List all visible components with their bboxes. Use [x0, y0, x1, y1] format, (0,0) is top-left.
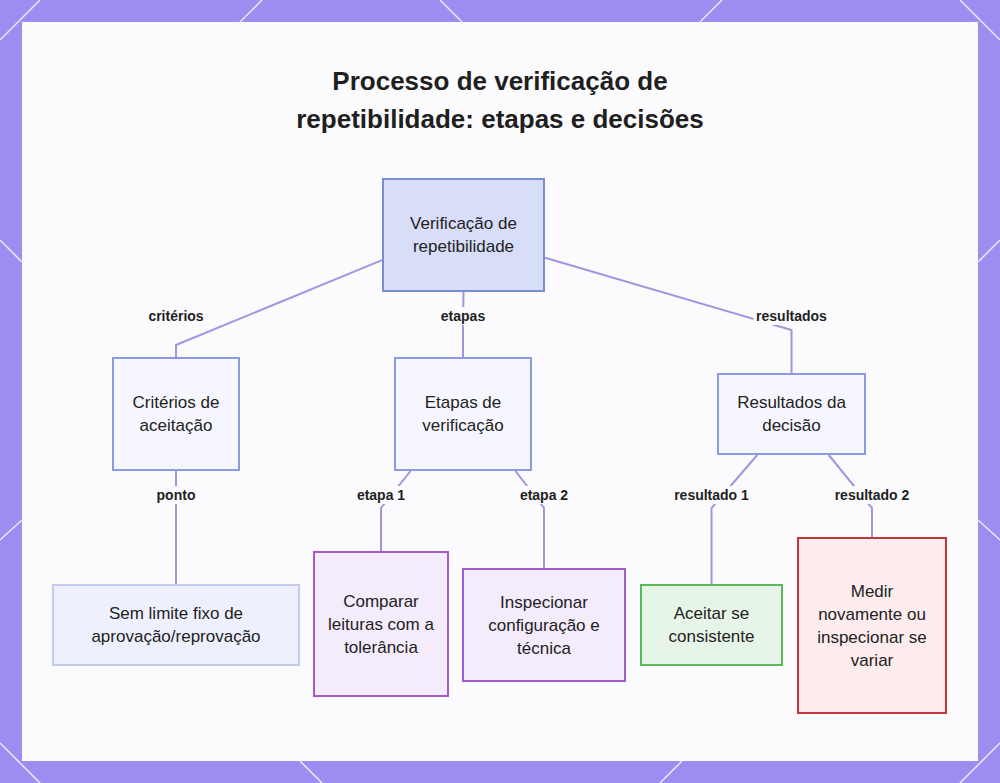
connector-line	[176, 260, 382, 357]
node-text: Aceitar se consistente	[642, 594, 781, 656]
criterion-box: Sem limite fixo de aprovação/reprovação	[52, 584, 300, 666]
node-text: Comparar leituras com a tolerância	[315, 582, 447, 667]
node-text: Inspecionar configuração e técnica	[464, 583, 624, 668]
step-box: Comparar leituras com a tolerância	[313, 551, 449, 697]
edge-label: resultados	[753, 307, 830, 325]
edge-label: etapa 2	[517, 486, 571, 504]
node-text: Resultados da decisão	[719, 383, 864, 445]
step-box: Inspecionar configuração e técnica	[462, 568, 626, 682]
node-text: Sem limite fixo de aprovação/reprovação	[54, 594, 298, 656]
node-text: Verificação de repetibilidade	[384, 204, 543, 266]
node-text: Critérios de aceitação	[114, 383, 238, 445]
category-box: Resultados da decisão	[717, 373, 866, 455]
diagram-title: Processo de verificação de repetibilidad…	[250, 62, 750, 138]
accept-box: Aceitar se consistente	[640, 584, 783, 666]
retry-box: Medir novamente ou inspecionar se variar	[797, 537, 947, 714]
node-text: Etapas de verificação	[396, 383, 530, 445]
category-box: Etapas de verificação	[394, 357, 532, 471]
edge-label: etapas	[438, 307, 488, 325]
category-box: Critérios de aceitação	[112, 357, 240, 471]
node-text: Medir novamente ou inspecionar se variar	[799, 572, 945, 680]
edge-label: ponto	[154, 486, 199, 504]
edge-label: resultado 1	[671, 486, 752, 504]
connector-line	[712, 455, 758, 584]
edge-label: etapa 1	[354, 486, 408, 504]
edge-label: critérios	[145, 307, 206, 325]
edge-label: resultado 2	[832, 486, 913, 504]
connector-line	[381, 471, 411, 551]
root-box: Verificação de repetibilidade	[382, 178, 545, 292]
